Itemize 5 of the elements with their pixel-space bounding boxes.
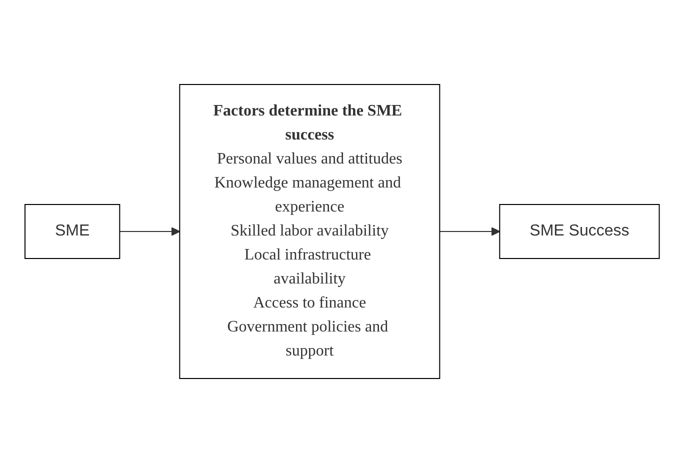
arrow [120,227,180,236]
node-box: SME Success [500,204,660,259]
node-box: Factors determine the SME success Personal values and attitudes Knowledge management and experience Skilled labor availability Local infrastructure availability Access to finance Government policies and support [180,84,441,379]
arrow [440,227,500,236]
node-box: SME [24,204,121,259]
